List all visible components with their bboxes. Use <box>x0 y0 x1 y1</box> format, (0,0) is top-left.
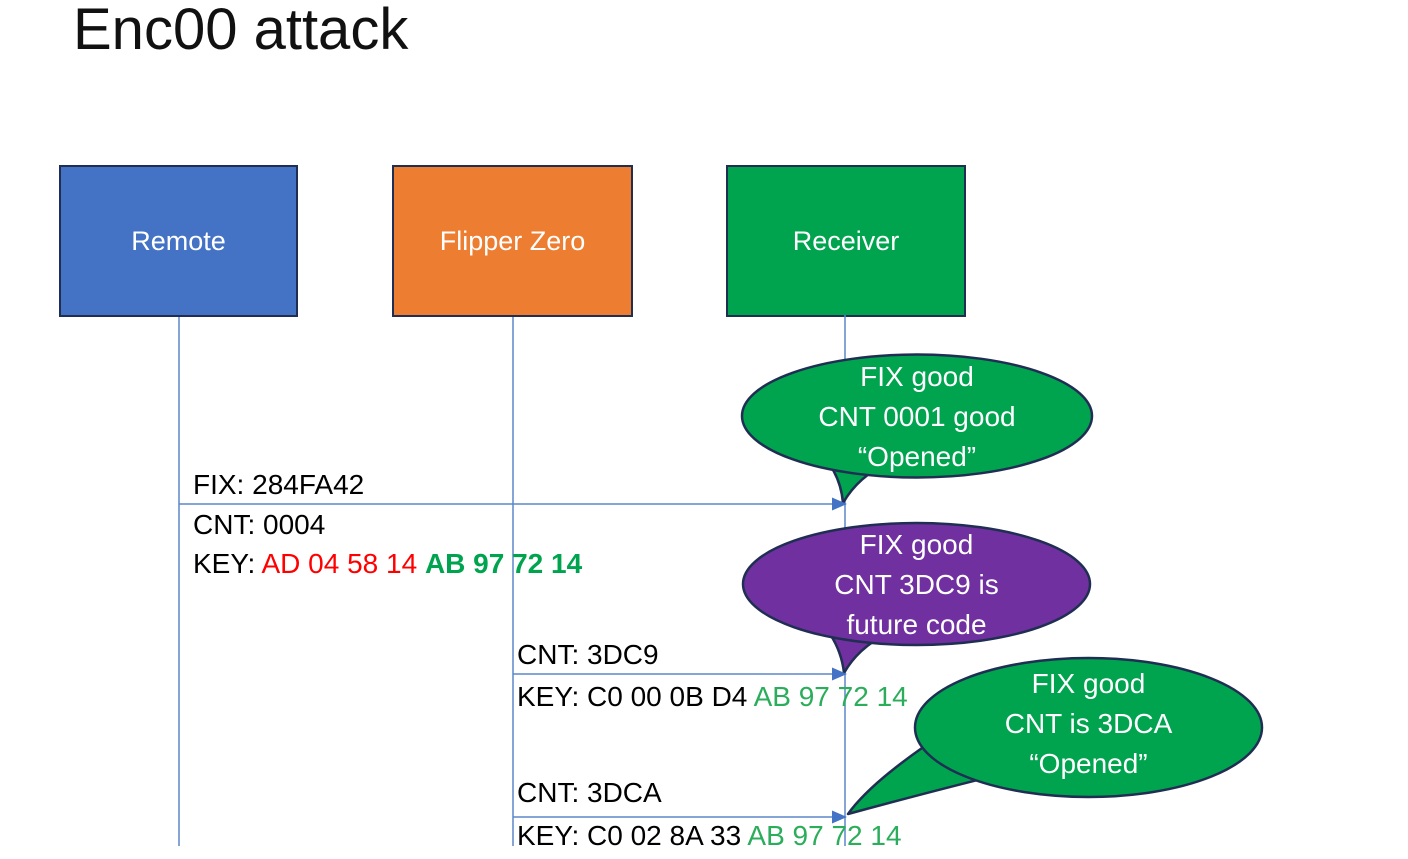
actor-label-remote: Remote <box>131 225 226 256</box>
msg1-cnt-label: CNT: 0004 <box>193 509 326 540</box>
slide-title: Enc00 attack <box>73 0 409 62</box>
bubble-3-line-3: “Opened” <box>1029 748 1148 779</box>
bubble-3-line-2: CNT is 3DCA <box>1004 708 1173 739</box>
msg3-key-prefix: KEY: C0 02 8A 33 <box>517 820 748 851</box>
msg3-key-green-bytes: AB 97 72 14 <box>747 820 902 851</box>
actor-label-flipper-zero: Flipper Zero <box>439 225 586 256</box>
bubble-1-line-1: FIX good <box>860 361 974 392</box>
speech-bubble-1 <box>740 353 1094 479</box>
msg2-key-label: KEY: C0 00 0B D4 AB 97 72 14 <box>517 680 908 713</box>
msg1-key-red-bytes: AD 04 58 14 <box>261 548 425 579</box>
msg2-key-prefix: KEY: C0 00 0B D4 <box>517 681 754 712</box>
bubble-2-line-1: FIX good <box>859 529 974 560</box>
msg1-key-green-bytes: AB 97 72 14 <box>424 548 583 579</box>
bubble-1-line-2: CNT 0001 good <box>818 401 1016 432</box>
actor-box-flipper-zero: Flipper Zero <box>392 165 633 317</box>
bubble-2-line-2: CNT 3DC9 is <box>834 569 999 600</box>
msg1-key-prefix: KEY: <box>193 548 262 579</box>
speech-bubble-1-text: FIX good CNT 0001 good “Opened” <box>742 357 1092 477</box>
msg1-key-label: KEY: AD 04 58 14 AB 97 72 14 <box>193 547 582 580</box>
msg3-key-label: KEY: C0 02 8A 33 AB 97 72 14 <box>517 819 902 852</box>
bubble-3-line-1: FIX good <box>1031 668 1146 699</box>
speech-bubble-2-text: FIX good CNT 3DC9 is future code <box>743 525 1090 645</box>
message-arrowhead-3 <box>832 810 847 824</box>
msg2-key-green-bytes: AB 97 72 14 <box>753 681 908 712</box>
bubble-1-line-3: “Opened” <box>857 441 977 472</box>
speech-bubble-3-text: FIX good CNT is 3DCA “Opened” <box>915 664 1262 784</box>
msg2-cnt-label: CNT: 3DC9 <box>517 639 659 670</box>
speech-bubble-3 <box>913 656 1264 799</box>
actor-box-remote: Remote <box>59 165 298 317</box>
msg1-fix-label: FIX: 284FA42 <box>193 469 365 500</box>
message-arrowhead-2 <box>832 667 847 681</box>
bubble-2-line-3: future code <box>846 609 987 640</box>
message-arrowhead-1 <box>832 497 847 511</box>
actor-label-receiver: Receiver <box>792 225 900 256</box>
actor-box-receiver: Receiver <box>726 165 966 317</box>
msg3-cnt-label: CNT: 3DCA <box>517 777 662 808</box>
speech-bubble-2 <box>741 521 1092 647</box>
